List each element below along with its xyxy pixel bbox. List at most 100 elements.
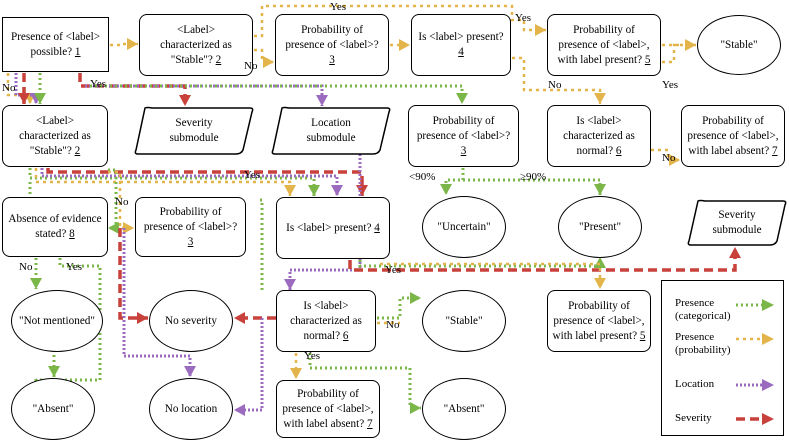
- edge-n3-n4-arrowhead: [399, 39, 410, 51]
- edge-label-yes: Yes: [515, 12, 532, 24]
- edge-label-no: No: [548, 79, 562, 91]
- legend: Presence(categorical) Presence(probabili…: [661, 280, 784, 436]
- node-stable-outcome-top: "Stable": [697, 15, 781, 75]
- edge-n2b-yes-loc-arrowhead: [331, 185, 343, 196]
- edge-n4-n6: [512, 56, 602, 104]
- edge-n1-no-cat-arrowhead: [34, 93, 46, 104]
- edge-ge90-present-arrowhead: [594, 184, 606, 195]
- edge-absent-left-arrowhead: [48, 366, 60, 377]
- edge-no-severity: [118, 228, 148, 320]
- edge-label-no: No: [2, 82, 16, 94]
- legend-swatch-location-arrowhead: [762, 379, 774, 391]
- edge-n2b-yes-prob-arrowhead: [284, 185, 296, 196]
- edge-n2-n3: [254, 48, 274, 64]
- edge-n6b-no-stable-arrowhead: [410, 292, 421, 304]
- edge-lt90-uncertain: [444, 168, 465, 195]
- node-is-label-present-2: Is <label> present? 4: [276, 197, 390, 259]
- edge-n6b-no-location-arrowhead: [234, 404, 245, 416]
- edge-yes-prob3b: [90, 84, 464, 104]
- edge-n6b-yes-prob7b-arrowhead: [290, 368, 302, 379]
- edge-n2-n3-arrowhead: [263, 56, 274, 68]
- edge-n4b-yes-present-arrowhead: [594, 257, 606, 268]
- legend-swatch-severity-arrowhead: [762, 413, 774, 425]
- edge-n1-n2-arrowhead: [127, 38, 138, 50]
- parallelogram-shape: [271, 106, 391, 155]
- node-no-severity-outcome: No severity: [149, 290, 233, 352]
- edge-label-yes: Yes: [66, 261, 83, 273]
- edge-yes-location: [85, 84, 324, 106]
- edge-label-no: No: [386, 319, 400, 331]
- legend-label-presence-probability: Presence(probability): [675, 331, 731, 356]
- edge-label-no: No: [244, 60, 258, 72]
- edge-n2b-yes-sev: [46, 168, 364, 196]
- edge-label-yes: Yes: [662, 79, 679, 91]
- legend-label-presence-categorical: Presence(categorical): [675, 297, 731, 322]
- edge-n2-yes-n5: [254, 4, 546, 38]
- edge-n2b-yes-sev-arrowhead: [356, 185, 368, 196]
- edge-label-yes: Yes: [304, 350, 321, 362]
- edge-label-yes: Yes: [385, 264, 402, 276]
- edge-n2b-yes-cat-arrowhead: [308, 185, 320, 196]
- edge-n6b-yes-absent-arrowhead: [410, 402, 421, 414]
- edge-n4b-yes-severity-arrowhead: [729, 247, 741, 258]
- parallelogram-shape: [687, 199, 787, 246]
- node-uncertain-outcome: "Uncertain": [422, 196, 506, 258]
- edge-n2-yes-n5-arrowhead: [535, 24, 546, 36]
- parallelogram-shape: [134, 106, 254, 155]
- edge-no-severity-arrowhead: [137, 312, 148, 324]
- edge-label-no: No: [115, 196, 129, 208]
- legend-swatch-presence-probability-arrowhead: [762, 333, 774, 345]
- edge-n1-no-sev-arrowhead: [18, 93, 30, 104]
- edge-label-yes: Yes: [244, 169, 261, 181]
- edge-no-location-arrowhead: [184, 366, 196, 377]
- edge-label-yes: Yes: [330, 1, 347, 13]
- edge-label-ge90: ≥90%: [520, 171, 547, 183]
- edge-n6b-no-stable: [377, 296, 421, 320]
- node-characterized-stable: <Label>characterized as"Stable"? 2: [139, 14, 253, 76]
- node-not-mentioned-outcome: "Not mentioned": [11, 290, 103, 352]
- node-is-label-present: Is <label> present? 4: [411, 14, 511, 76]
- node-characterized-stable-2: <Label>characterized as"Stable"? 2: [2, 105, 108, 167]
- edge-label-no: No: [662, 152, 676, 164]
- legend-label-location: Location: [675, 378, 715, 390]
- edge-n6b-yes-absent: [308, 353, 421, 410]
- edge-n6-n7: [651, 148, 680, 162]
- legend-swatches: [736, 299, 774, 425]
- edge-n4b-no: [260, 198, 264, 290]
- edge-n2b-yes-cat: [28, 168, 316, 196]
- edge-n4-n6-arrowhead: [594, 93, 606, 104]
- edge-n8-no-arrowhead: [30, 278, 42, 289]
- edge-yes-prob3b-arrowhead: [456, 93, 468, 104]
- node-absent-outcome-mid: "Absent": [422, 378, 506, 440]
- edge-n6-n7-arrowhead: [669, 154, 680, 166]
- edge-label-lt90: <90%: [409, 171, 436, 183]
- edge-label-no: No: [19, 261, 33, 273]
- edge-n2b-no-n3c-arrowhead: [123, 222, 134, 234]
- node-present-outcome: "Present": [558, 196, 642, 258]
- node-no-location-outcome: No location: [149, 378, 233, 440]
- edge-n4b-location-arrowhead: [284, 279, 296, 290]
- edge-label-yes: Yes: [90, 78, 107, 90]
- edge-n2b-no-n8-arrowhead: [108, 222, 119, 234]
- edge-n4b-yes-severity: [348, 247, 737, 272]
- edge-n4b-yes-prob5b-arrowhead: [594, 278, 606, 289]
- edge-n5-stable-arrowhead: [685, 39, 696, 51]
- edge-n6b-no-severity-arrowhead: [234, 312, 245, 324]
- edge-n6b-no-location: [234, 318, 264, 412]
- edge-yes-severity-arrowhead: [179, 95, 191, 106]
- node-stable-outcome-mid: "Stable": [422, 290, 506, 352]
